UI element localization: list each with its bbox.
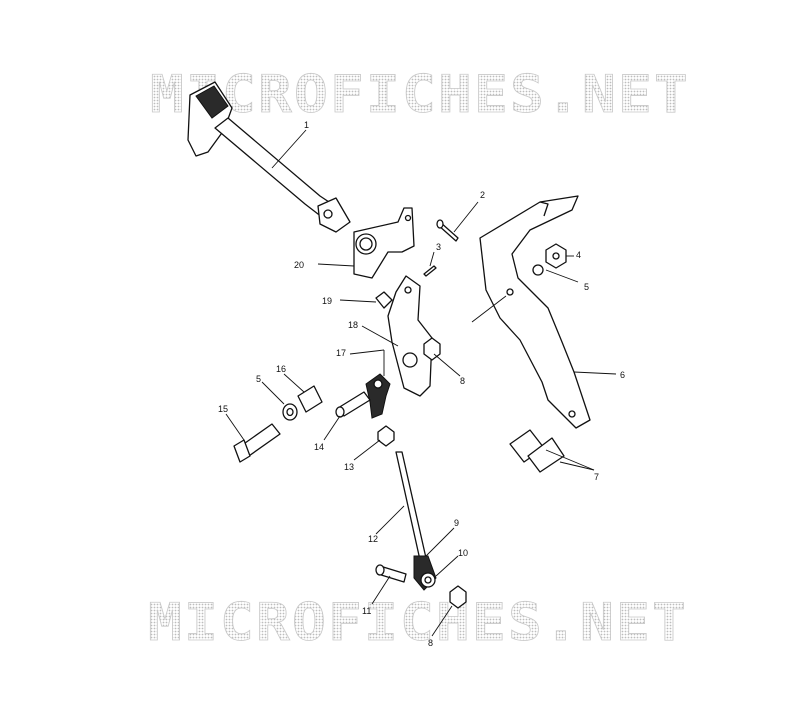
watermark-bottom: MICROFICHES.NET xyxy=(148,593,688,653)
brake-pedal xyxy=(187,81,351,233)
callout-4: 4 xyxy=(576,250,581,260)
callout-20: 20 xyxy=(294,260,304,270)
nut-13 xyxy=(377,425,395,447)
callout-17: 17 xyxy=(336,348,346,358)
callout-6: 6 xyxy=(620,370,625,380)
callout-2: 2 xyxy=(480,190,485,200)
sleeve-16 xyxy=(297,385,323,413)
nut-middle xyxy=(423,337,441,361)
callout-9: 9 xyxy=(454,518,459,528)
bolt-15 xyxy=(233,423,281,463)
callout-3: 3 xyxy=(436,242,441,252)
callout-10: 10 xyxy=(458,548,468,558)
bolt-11 xyxy=(375,564,407,583)
clevis-pin xyxy=(436,219,459,242)
leader-lines xyxy=(225,129,617,637)
nut-lower xyxy=(449,585,467,609)
callout-18: 18 xyxy=(348,320,358,330)
lever-plate xyxy=(387,275,433,397)
bushing-19 xyxy=(375,291,393,309)
brake-rod xyxy=(395,451,427,561)
callout-5-right: 5 xyxy=(584,282,589,292)
rod-end-lower xyxy=(413,555,437,591)
callout-8-lower: 8 xyxy=(428,638,433,648)
callout-16: 16 xyxy=(276,364,286,374)
rod-end-upper xyxy=(365,373,391,419)
nut-top xyxy=(545,243,567,269)
bolts-7 xyxy=(509,429,565,473)
callouts: 1 2 3 4 5 20 19 18 17 8 6 16 5 15 14 13 … xyxy=(218,120,625,648)
callout-8-middle: 8 xyxy=(460,376,465,386)
washer-left xyxy=(282,403,298,421)
callout-1: 1 xyxy=(304,120,309,130)
cotter-pin xyxy=(423,265,437,277)
callout-11: 11 xyxy=(362,606,371,616)
callout-13: 13 xyxy=(344,462,354,472)
bolt-14 xyxy=(335,391,371,418)
callout-14: 14 xyxy=(314,442,324,452)
callout-12: 12 xyxy=(368,534,378,544)
callout-7: 7 xyxy=(594,472,599,482)
watermark-top: MICROFICHES.NET xyxy=(150,65,690,125)
callout-5-left: 5 xyxy=(256,374,261,384)
mounting-bracket xyxy=(479,195,591,429)
pedal-bracket xyxy=(353,207,415,279)
callout-19: 19 xyxy=(322,296,332,306)
callout-15: 15 xyxy=(218,404,228,414)
